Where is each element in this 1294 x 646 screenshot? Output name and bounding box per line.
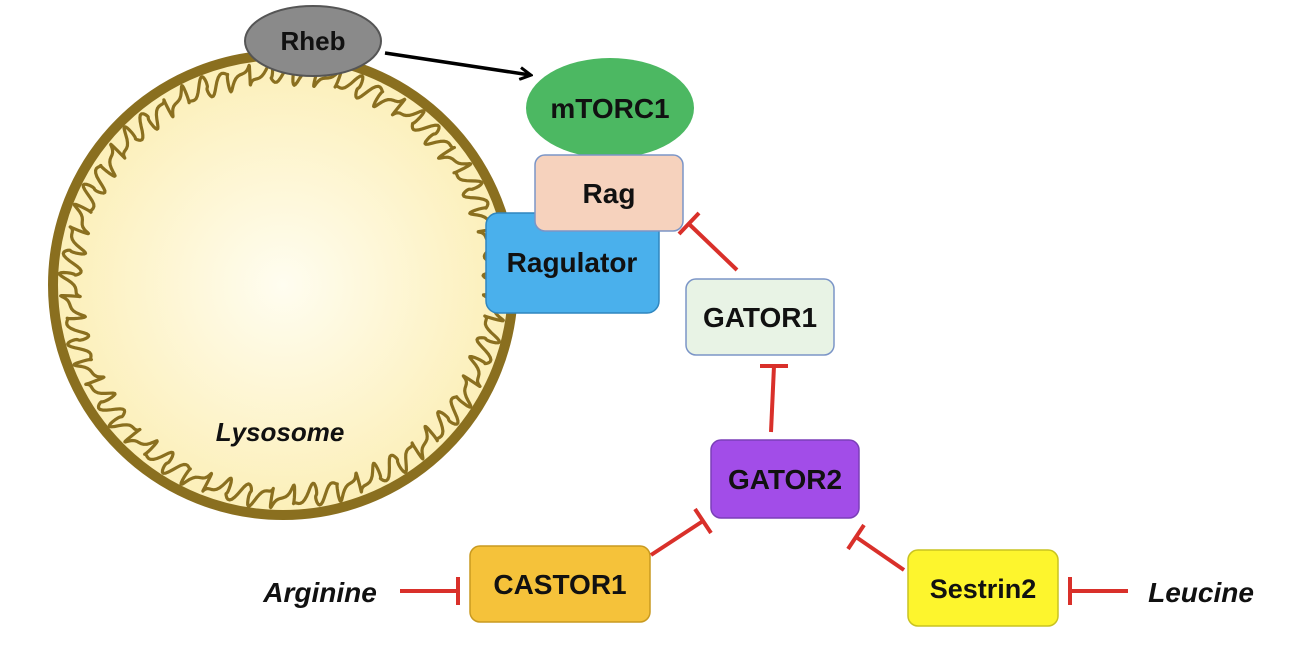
rag-node: Rag	[534, 154, 684, 232]
leucine-inhibits-sestrin2	[1068, 577, 1128, 605]
rag-shape	[534, 154, 684, 232]
lysosome: Lysosome	[48, 50, 518, 520]
arginine-inhibits-castor1	[400, 577, 460, 605]
sestrin2-inhibits-gator2	[846, 523, 906, 572]
sestrin2-label: Sestrin2	[930, 574, 1037, 604]
mtorc1-label: mTORC1	[550, 93, 669, 124]
mtorc1-node: mTORC1	[526, 58, 694, 158]
gator2-label: GATOR2	[728, 464, 842, 495]
arginine-label: Arginine	[262, 577, 377, 608]
sestrin2-node: Sestrin2	[907, 549, 1059, 627]
gator1-label: GATOR1	[703, 302, 817, 333]
gator2-node: GATOR2	[710, 439, 860, 519]
castor1-label: CASTOR1	[493, 569, 626, 600]
rag-label: Rag	[583, 178, 636, 209]
mtorc1-shape	[526, 58, 694, 158]
gator1-shape	[685, 278, 835, 356]
ragulator-label: Ragulator	[507, 247, 638, 278]
castor1-inhibits-gator2	[649, 507, 713, 557]
castor1-shape	[469, 545, 651, 623]
gator2-shape	[710, 439, 860, 519]
lysosome-membrane-folds	[57, 59, 507, 510]
rheb-activates-mtorc1-arrow	[384, 51, 530, 75]
rheb-label: Rheb	[281, 26, 346, 56]
gator2-inhibits-gator1	[760, 364, 788, 433]
rheb-shape	[244, 5, 382, 77]
lysosome-label: Lysosome	[216, 417, 345, 447]
sestrin2-shape	[907, 549, 1059, 627]
rheb-node: Rheb	[244, 5, 382, 77]
gator1-node: GATOR1	[685, 278, 835, 356]
gator1-inhibits-rag	[677, 211, 739, 272]
leucine-label: Leucine	[1148, 577, 1254, 608]
castor1-node: CASTOR1	[469, 545, 651, 623]
inhibition-edges	[400, 211, 1128, 605]
